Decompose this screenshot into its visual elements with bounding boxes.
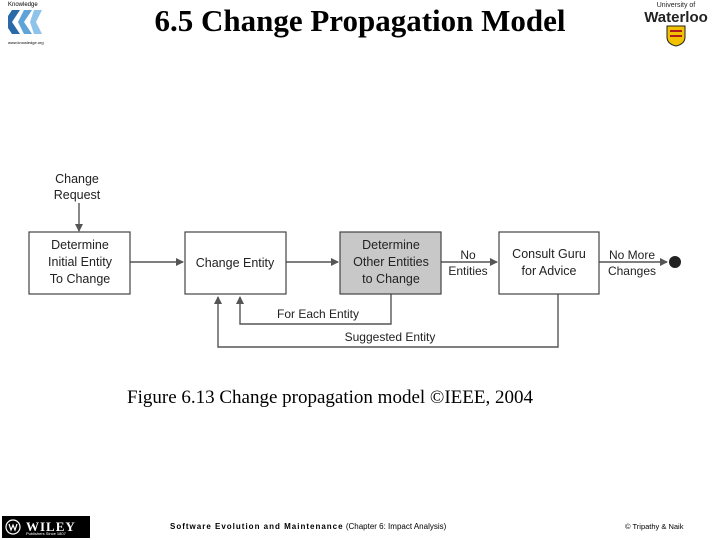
edge-suggested-entity-loop — [214, 294, 559, 348]
footer-book-info: Software Evolution and Maintenance (Chap… — [170, 521, 510, 532]
node-determine-other-box — [339, 231, 442, 295]
diagram-edges — [75, 203, 668, 348]
node-determine-initial-line-1: Determine — [51, 238, 109, 252]
waterloo-logo-prefix: University of — [656, 2, 696, 9]
wiley-subtitle: Publishers Since 1807 — [26, 531, 66, 536]
node-determine-initial-box — [28, 231, 131, 295]
node-determine-other-line-3: to Change — [362, 272, 420, 286]
wiley-logo: WILEY Publishers Since 1807 — [2, 516, 90, 538]
slide-title: 6.5 Change Propagation Model — [154, 3, 566, 38]
waterloo-logo: University of Waterloo — [636, 2, 716, 48]
footer-book-title: Software Evolution and Maintenance — [170, 522, 344, 531]
node-change-entity: Change Entity — [184, 231, 287, 295]
node-determine-other-line-1: Determine — [362, 238, 420, 252]
change-propagation-diagram: Change Request Determine Initial Entity … — [28, 172, 681, 348]
footer-chapter: (Chapter 6: Impact Analysis) — [345, 522, 447, 531]
knowledge-k-icon — [8, 10, 42, 34]
label-no-entities-line-1: No — [460, 248, 476, 262]
waterloo-logo-name: Waterloo — [644, 9, 708, 26]
node-determine-other: Determine Other Entities to Change — [339, 231, 442, 295]
wiley-seal-icon — [5, 519, 21, 535]
node-consult-guru-line-1: Consult Guru — [512, 247, 586, 261]
knowledge-logo-url: www.knowledge.org — [8, 40, 44, 45]
node-consult-guru-box — [498, 231, 600, 295]
node-determine-initial: Determine Initial Entity To Change — [28, 231, 131, 295]
node-determine-initial-line-2: Initial Entity — [48, 255, 113, 269]
node-change-entity-box — [184, 231, 287, 295]
node-consult-guru: Consult Guru for Advice — [498, 231, 600, 295]
knowledge-logo-brand: Knowledge — [8, 2, 38, 8]
knowledge-logo: Knowledge www.knowledge.org — [8, 2, 52, 45]
label-for-each-entity: For Each Entity — [277, 307, 359, 321]
edge-for-each-entity-loop — [236, 294, 392, 325]
label-no-entities-line-2: Entities — [448, 264, 487, 278]
node-determine-other-line-2: Other Entities — [353, 255, 429, 269]
waterloo-shield-icon — [666, 25, 686, 47]
start-label-line-1: Change — [55, 172, 99, 186]
label-no-more-changes-line-2: Changes — [608, 264, 656, 278]
label-no-more-changes-line-1: No More — [609, 248, 655, 262]
label-suggested-entity: Suggested Entity — [345, 330, 436, 344]
wiley-wordmark: WILEY — [26, 519, 76, 534]
end-point-dot — [669, 256, 681, 268]
start-label-line-2: Request — [54, 188, 101, 202]
node-change-entity-line-1: Change Entity — [196, 256, 275, 270]
figure-caption: Figure 6.13 Change propagation model ©IE… — [127, 387, 533, 408]
node-determine-initial-line-3: To Change — [50, 272, 111, 286]
footer-copyright: © Tripathy & Naik — [625, 522, 684, 531]
node-consult-guru-line-2: for Advice — [522, 264, 577, 278]
